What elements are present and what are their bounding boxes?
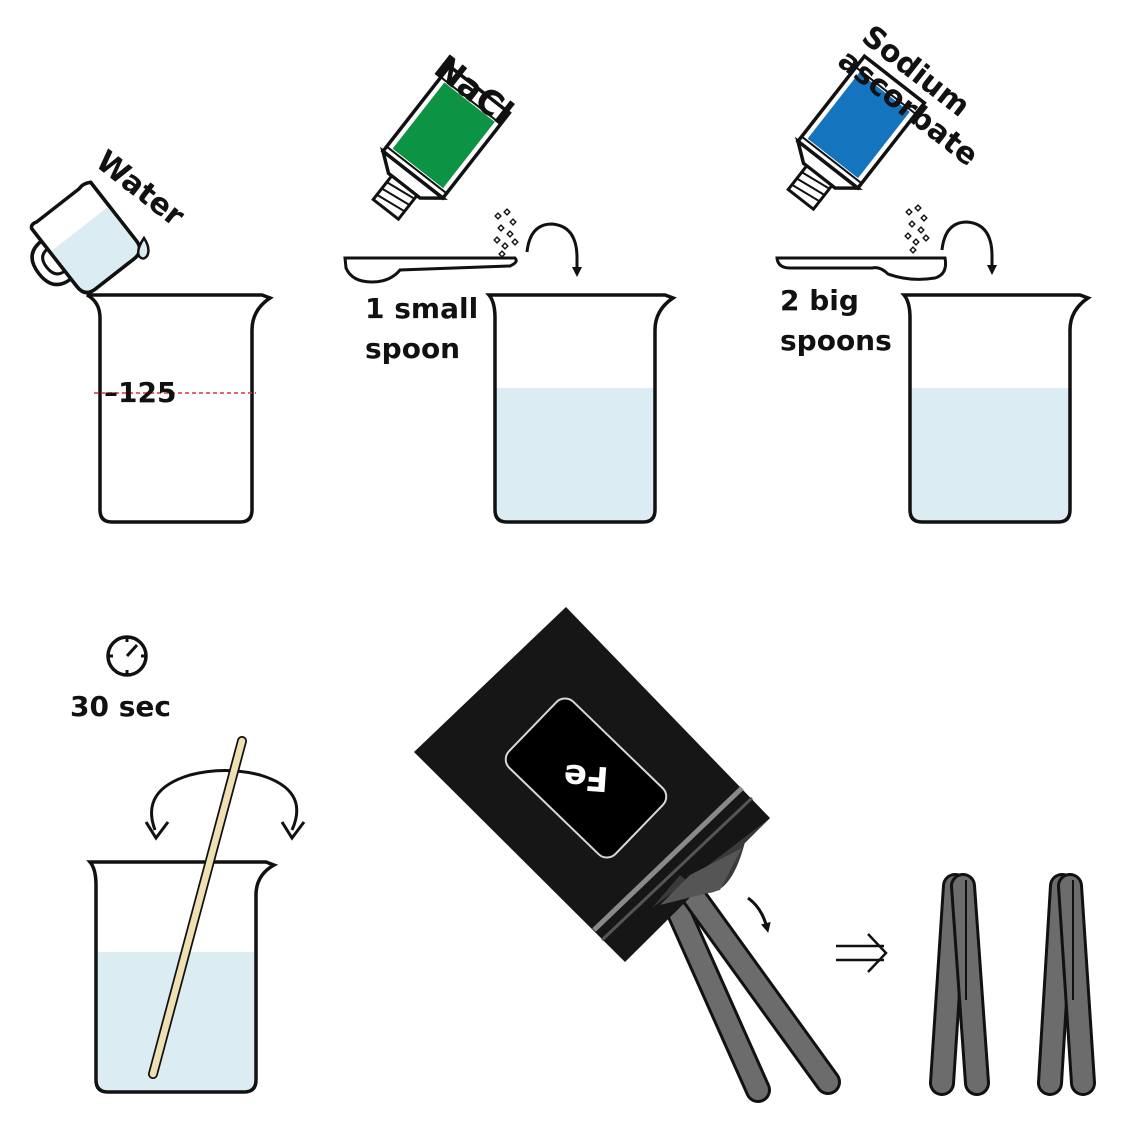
stir-arrows-icon — [150, 769, 299, 831]
rod-pair — [1037, 873, 1096, 1096]
spoon-icon — [343, 256, 518, 284]
step-ascorbate: Sodium ascorbate 2 big spoons — [775, 19, 1092, 524]
stir-time-label: 30 sec — [70, 690, 171, 723]
beaker-icon — [485, 293, 677, 524]
step-stir: 30 sec — [70, 635, 306, 1094]
volume-mark-label: –125 — [104, 376, 176, 409]
spoon-icon — [775, 256, 947, 281]
rod-icon — [1037, 873, 1096, 1096]
beaker-icon — [86, 860, 279, 1094]
bag-icon: Fe — [414, 607, 770, 962]
curved-arrow-icon — [525, 222, 582, 277]
curved-arrow-icon — [747, 896, 771, 933]
ascorbate-amount-line1: 2 big — [780, 284, 859, 317]
pitcher-icon — [29, 180, 142, 295]
step-iron: Fe — [414, 607, 841, 1103]
rod-pair — [929, 873, 990, 1096]
salt-grains — [493, 208, 519, 258]
bottle-icon — [371, 63, 512, 222]
timer-icon — [106, 635, 148, 677]
beaker-icon — [86, 293, 274, 524]
salt-grains — [904, 204, 930, 254]
fe-label: Fe — [562, 755, 610, 798]
curved-arrow-icon — [940, 220, 997, 275]
ascorbate-amount-line2: spoons — [780, 324, 892, 357]
rod-icon — [929, 873, 990, 1096]
double-arrow-icon — [836, 933, 888, 973]
step-nacl: NaCl 1 small spoon — [343, 48, 677, 524]
stirring-stick — [148, 736, 247, 1079]
beaker-icon — [900, 293, 1092, 524]
rod-icon — [655, 867, 841, 1103]
step-result — [836, 873, 1096, 1096]
bottle-icon — [786, 53, 927, 212]
nacl-amount-line1: 1 small — [365, 292, 478, 325]
nacl-amount-line2: spoon — [365, 332, 460, 365]
step-water: Water –125 — [29, 144, 274, 524]
water-drop-icon — [136, 235, 150, 260]
